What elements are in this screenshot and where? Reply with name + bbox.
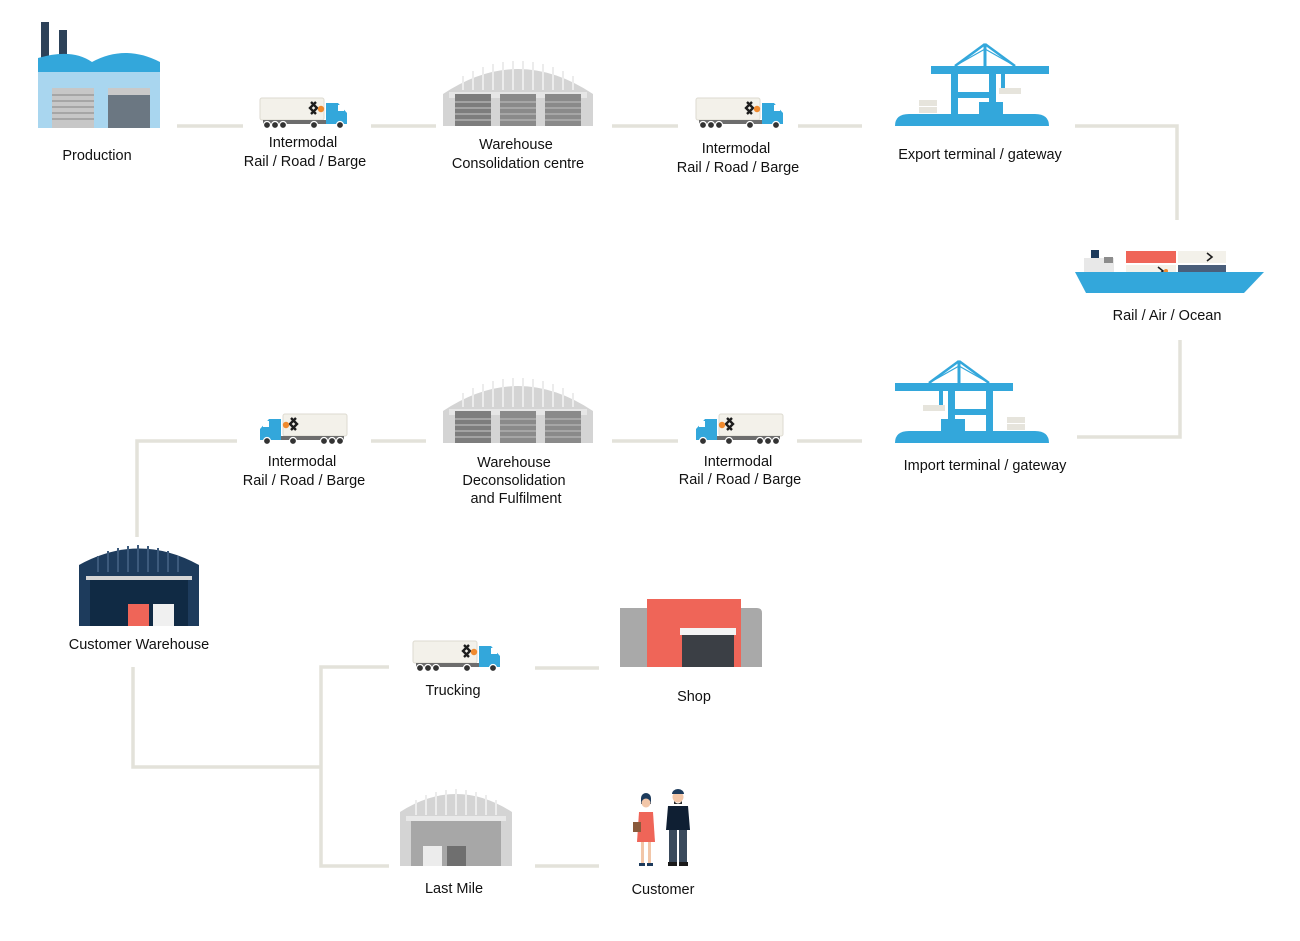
node-export-terminal: Export terminal / gateway — [893, 42, 1063, 163]
node-trucking: Trucking — [411, 639, 502, 699]
connector-truck4-customer-warehouse — [135, 439, 237, 537]
customer-label: Customer — [632, 882, 695, 898]
truck-icon — [411, 639, 502, 673]
connector-lines — [131, 124, 1182, 868]
connector-branch-split — [319, 665, 389, 868]
factory-icon — [38, 22, 160, 128]
node-customer: Customer — [632, 789, 695, 898]
truck-icon — [694, 96, 785, 130]
shop-icon — [620, 599, 762, 667]
customer-warehouse-icon — [79, 545, 199, 626]
ship-label: Rail / Air / Ocean — [1113, 308, 1222, 324]
crane-icon — [893, 42, 1051, 128]
shop-label: Shop — [677, 689, 711, 705]
node-ship: Rail / Air / Ocean — [1075, 250, 1264, 324]
node-production: Production — [38, 22, 160, 164]
node-warehouse-deconsolidation: Warehouse Deconsolidation and Fulfilment — [442, 377, 594, 507]
truck-icon — [258, 96, 349, 130]
import-terminal-label: Import terminal / gateway — [904, 458, 1068, 474]
export-terminal-label: Export terminal / gateway — [898, 147, 1062, 163]
trucking-label: Trucking — [425, 683, 480, 699]
last-mile-label: Last Mile — [425, 881, 483, 897]
truck-icon — [694, 412, 785, 446]
truck-2-label: Intermodal Rail / Road / Barge — [677, 141, 800, 176]
node-import-terminal: Import terminal / gateway — [893, 359, 1068, 474]
node-truck-2: Intermodal Rail / Road / Barge — [677, 96, 800, 176]
production-label: Production — [62, 148, 131, 164]
warehouse-consolidation-label: Warehouse Consolidation centre — [452, 137, 584, 172]
connector-export-ship — [1075, 124, 1179, 220]
node-truck-4: Intermodal Rail / Road / Barge — [243, 412, 366, 489]
warehouse-icon — [442, 60, 594, 127]
connector-ship-import — [1077, 340, 1182, 439]
crane-icon — [893, 359, 1051, 445]
node-truck-1: Intermodal Rail / Road / Barge — [244, 96, 367, 170]
small-warehouse-icon — [400, 789, 512, 866]
node-customer-warehouse: Customer Warehouse — [69, 545, 210, 653]
connector-customer-warehouse-branch — [131, 667, 321, 769]
warehouse-deconsolidation-label: Warehouse Deconsolidation and Fulfilment — [462, 455, 569, 507]
node-last-mile: Last Mile — [400, 789, 512, 897]
truck-4-label: Intermodal Rail / Road / Barge — [243, 454, 366, 489]
ship-icon — [1075, 250, 1264, 293]
node-warehouse-consolidation: Warehouse Consolidation centre — [442, 60, 594, 172]
node-shop: Shop — [620, 599, 762, 705]
truck-icon — [258, 412, 349, 446]
customer-warehouse-label: Customer Warehouse — [69, 637, 210, 653]
warehouse-icon — [442, 377, 594, 444]
truck-1-label: Intermodal Rail / Road / Barge — [244, 135, 367, 170]
truck-3-label: Intermodal Rail / Road / Barge — [679, 454, 802, 488]
people-icon — [633, 789, 690, 866]
node-truck-3: Intermodal Rail / Road / Barge — [679, 412, 802, 488]
